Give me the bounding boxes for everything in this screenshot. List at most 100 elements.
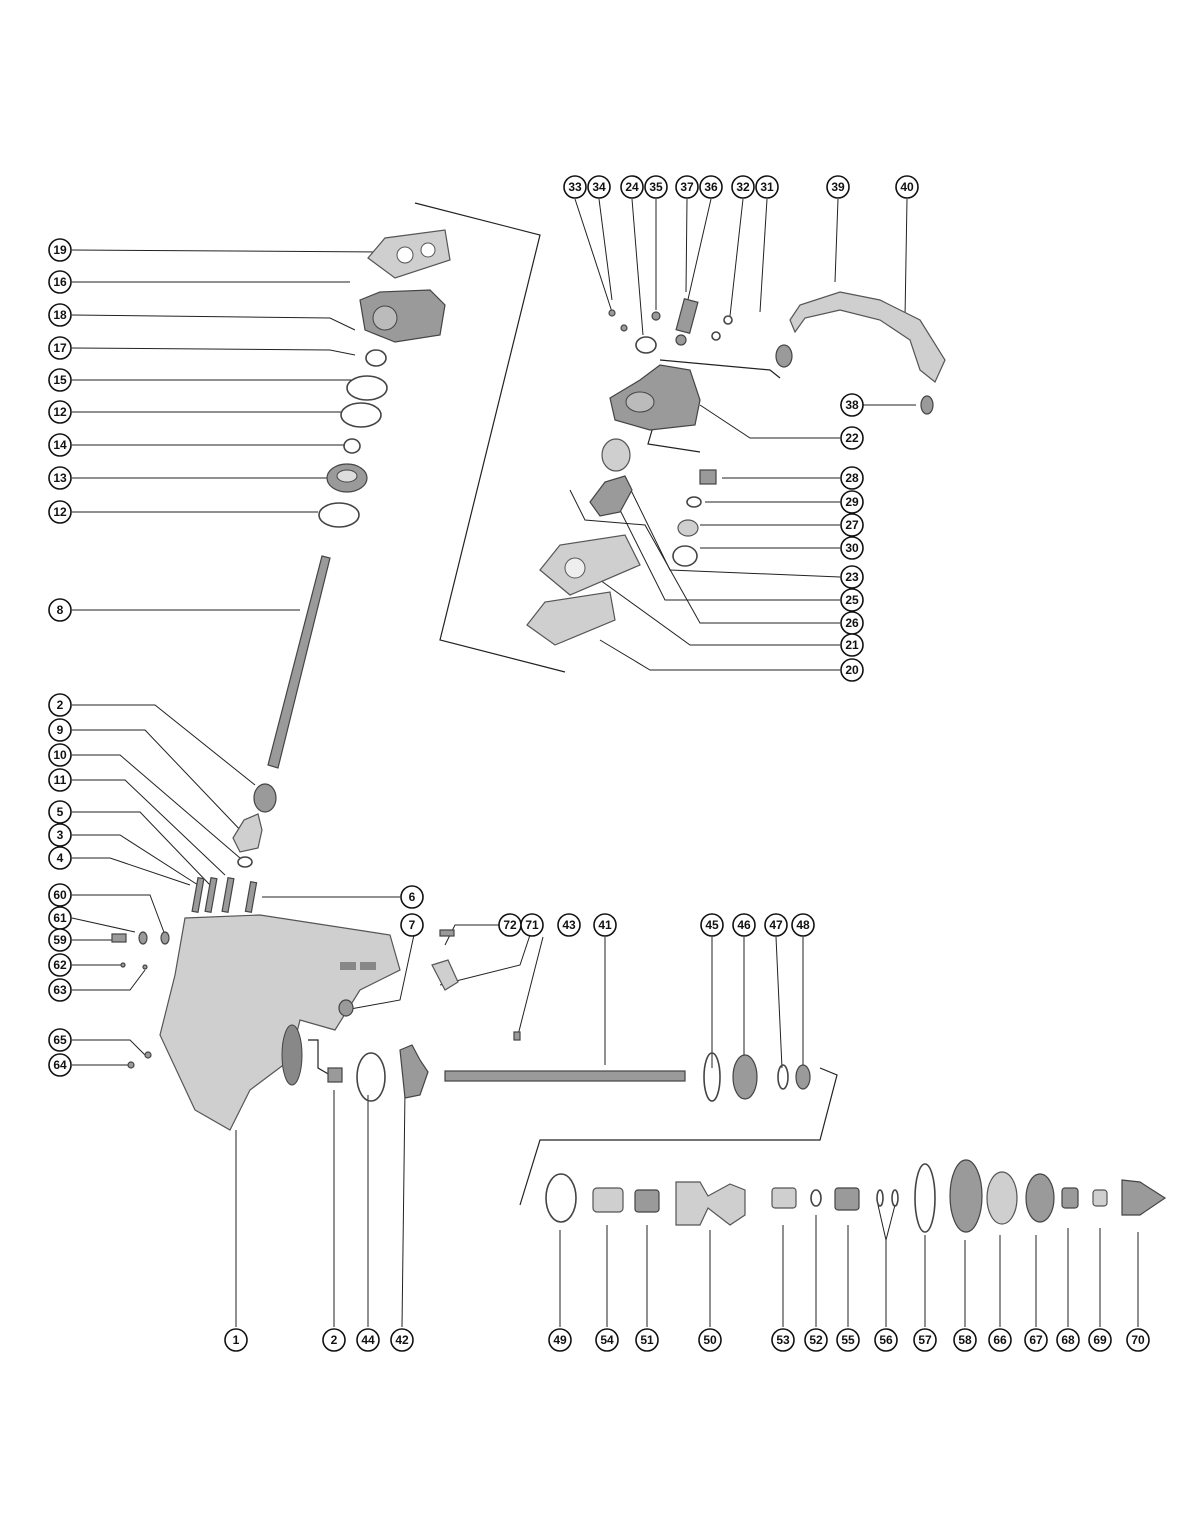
svg-text:12: 12	[53, 405, 67, 419]
svg-text:40: 40	[900, 180, 914, 194]
svg-text:9: 9	[57, 723, 64, 737]
callout-49: 49	[548, 1328, 572, 1352]
svg-text:2: 2	[331, 1333, 338, 1347]
svg-text:5: 5	[57, 805, 64, 819]
svg-text:49: 49	[553, 1333, 567, 1347]
svg-text:6: 6	[409, 890, 416, 904]
svg-text:4: 4	[57, 851, 64, 865]
svg-text:70: 70	[1131, 1333, 1145, 1347]
callout-34: 34	[587, 175, 611, 199]
svg-text:10: 10	[53, 748, 67, 762]
callout-7: 7	[400, 913, 424, 937]
callout-32: 32	[731, 175, 755, 199]
callout-12-upper: 12	[48, 400, 72, 424]
svg-text:60: 60	[53, 888, 67, 902]
parts-artwork	[111, 229, 1167, 1233]
svg-text:12: 12	[53, 505, 67, 519]
svg-text:53: 53	[776, 1333, 790, 1347]
callout-58: 58	[953, 1328, 977, 1352]
svg-text:58: 58	[958, 1333, 972, 1347]
callout-6: 6	[400, 885, 424, 909]
callout-38: 38	[840, 393, 864, 417]
callout-66: 66	[988, 1328, 1012, 1352]
callout-47: 47	[764, 913, 788, 937]
svg-text:72: 72	[503, 918, 517, 932]
callout-45: 45	[700, 913, 724, 937]
callout-9: 9	[48, 718, 72, 742]
callout-60: 60	[48, 883, 72, 907]
svg-text:63: 63	[53, 983, 67, 997]
callout-64: 64	[48, 1053, 72, 1077]
callout-63: 63	[48, 978, 72, 1002]
svg-text:61: 61	[53, 911, 67, 925]
svg-text:46: 46	[737, 918, 751, 932]
svg-text:62: 62	[53, 958, 67, 972]
svg-text:68: 68	[1061, 1333, 1075, 1347]
svg-text:2: 2	[57, 698, 64, 712]
svg-text:35: 35	[649, 180, 663, 194]
svg-text:32: 32	[736, 180, 750, 194]
callout-22: 22	[840, 426, 864, 450]
svg-text:18: 18	[53, 308, 67, 322]
callout-56: 56	[874, 1328, 898, 1352]
assembly-brackets	[308, 202, 838, 1206]
callout-52: 52	[804, 1328, 828, 1352]
callout-59: 59	[48, 928, 72, 952]
callout-5: 5	[48, 800, 72, 824]
svg-text:27: 27	[845, 518, 859, 532]
svg-text:7: 7	[409, 918, 416, 932]
callout-25: 25	[840, 588, 864, 612]
callout-65: 65	[48, 1028, 72, 1052]
callout-3: 3	[48, 823, 72, 847]
svg-text:8: 8	[57, 603, 64, 617]
callout-39: 39	[826, 175, 850, 199]
svg-text:69: 69	[1093, 1333, 1107, 1347]
svg-text:41: 41	[598, 918, 612, 932]
callout-24: 24	[620, 175, 644, 199]
callout-69: 69	[1088, 1328, 1112, 1352]
svg-text:20: 20	[845, 663, 859, 677]
callout-labels: 19 16 18 17 15 12 14 13 12 8 2 9 10 11 5…	[48, 175, 1150, 1352]
svg-text:26: 26	[845, 616, 859, 630]
svg-text:21: 21	[845, 638, 859, 652]
callout-54: 54	[595, 1328, 619, 1352]
svg-text:47: 47	[769, 918, 783, 932]
callout-26: 26	[840, 611, 864, 635]
callout-71: 71	[520, 913, 544, 937]
svg-text:34: 34	[592, 180, 606, 194]
svg-text:36: 36	[704, 180, 718, 194]
callout-31: 31	[755, 175, 779, 199]
callout-11: 11	[48, 768, 72, 792]
svg-text:54: 54	[600, 1333, 614, 1347]
callout-51: 51	[635, 1328, 659, 1352]
svg-text:24: 24	[625, 180, 639, 194]
callout-28: 28	[840, 466, 864, 490]
callout-20: 20	[840, 658, 864, 682]
svg-text:52: 52	[809, 1333, 823, 1347]
callout-23: 23	[840, 565, 864, 589]
callout-29: 29	[840, 490, 864, 514]
callout-15: 15	[48, 368, 72, 392]
svg-text:56: 56	[879, 1333, 893, 1347]
svg-text:51: 51	[640, 1333, 654, 1347]
callout-40: 40	[895, 175, 919, 199]
svg-text:17: 17	[53, 341, 67, 355]
svg-text:42: 42	[395, 1333, 409, 1347]
callout-36: 36	[699, 175, 723, 199]
callout-13: 13	[48, 466, 72, 490]
callout-18: 18	[48, 303, 72, 327]
svg-text:50: 50	[703, 1333, 717, 1347]
svg-text:28: 28	[845, 471, 859, 485]
callout-4: 4	[48, 846, 72, 870]
callout-2-lower: 2	[322, 1328, 346, 1352]
svg-text:66: 66	[993, 1333, 1007, 1347]
svg-text:3: 3	[57, 828, 64, 842]
callout-62: 62	[48, 953, 72, 977]
callout-35: 35	[644, 175, 668, 199]
callout-70: 70	[1126, 1328, 1150, 1352]
svg-text:44: 44	[361, 1333, 375, 1347]
svg-text:11: 11	[54, 773, 67, 787]
svg-text:48: 48	[796, 918, 810, 932]
callout-53: 53	[771, 1328, 795, 1352]
